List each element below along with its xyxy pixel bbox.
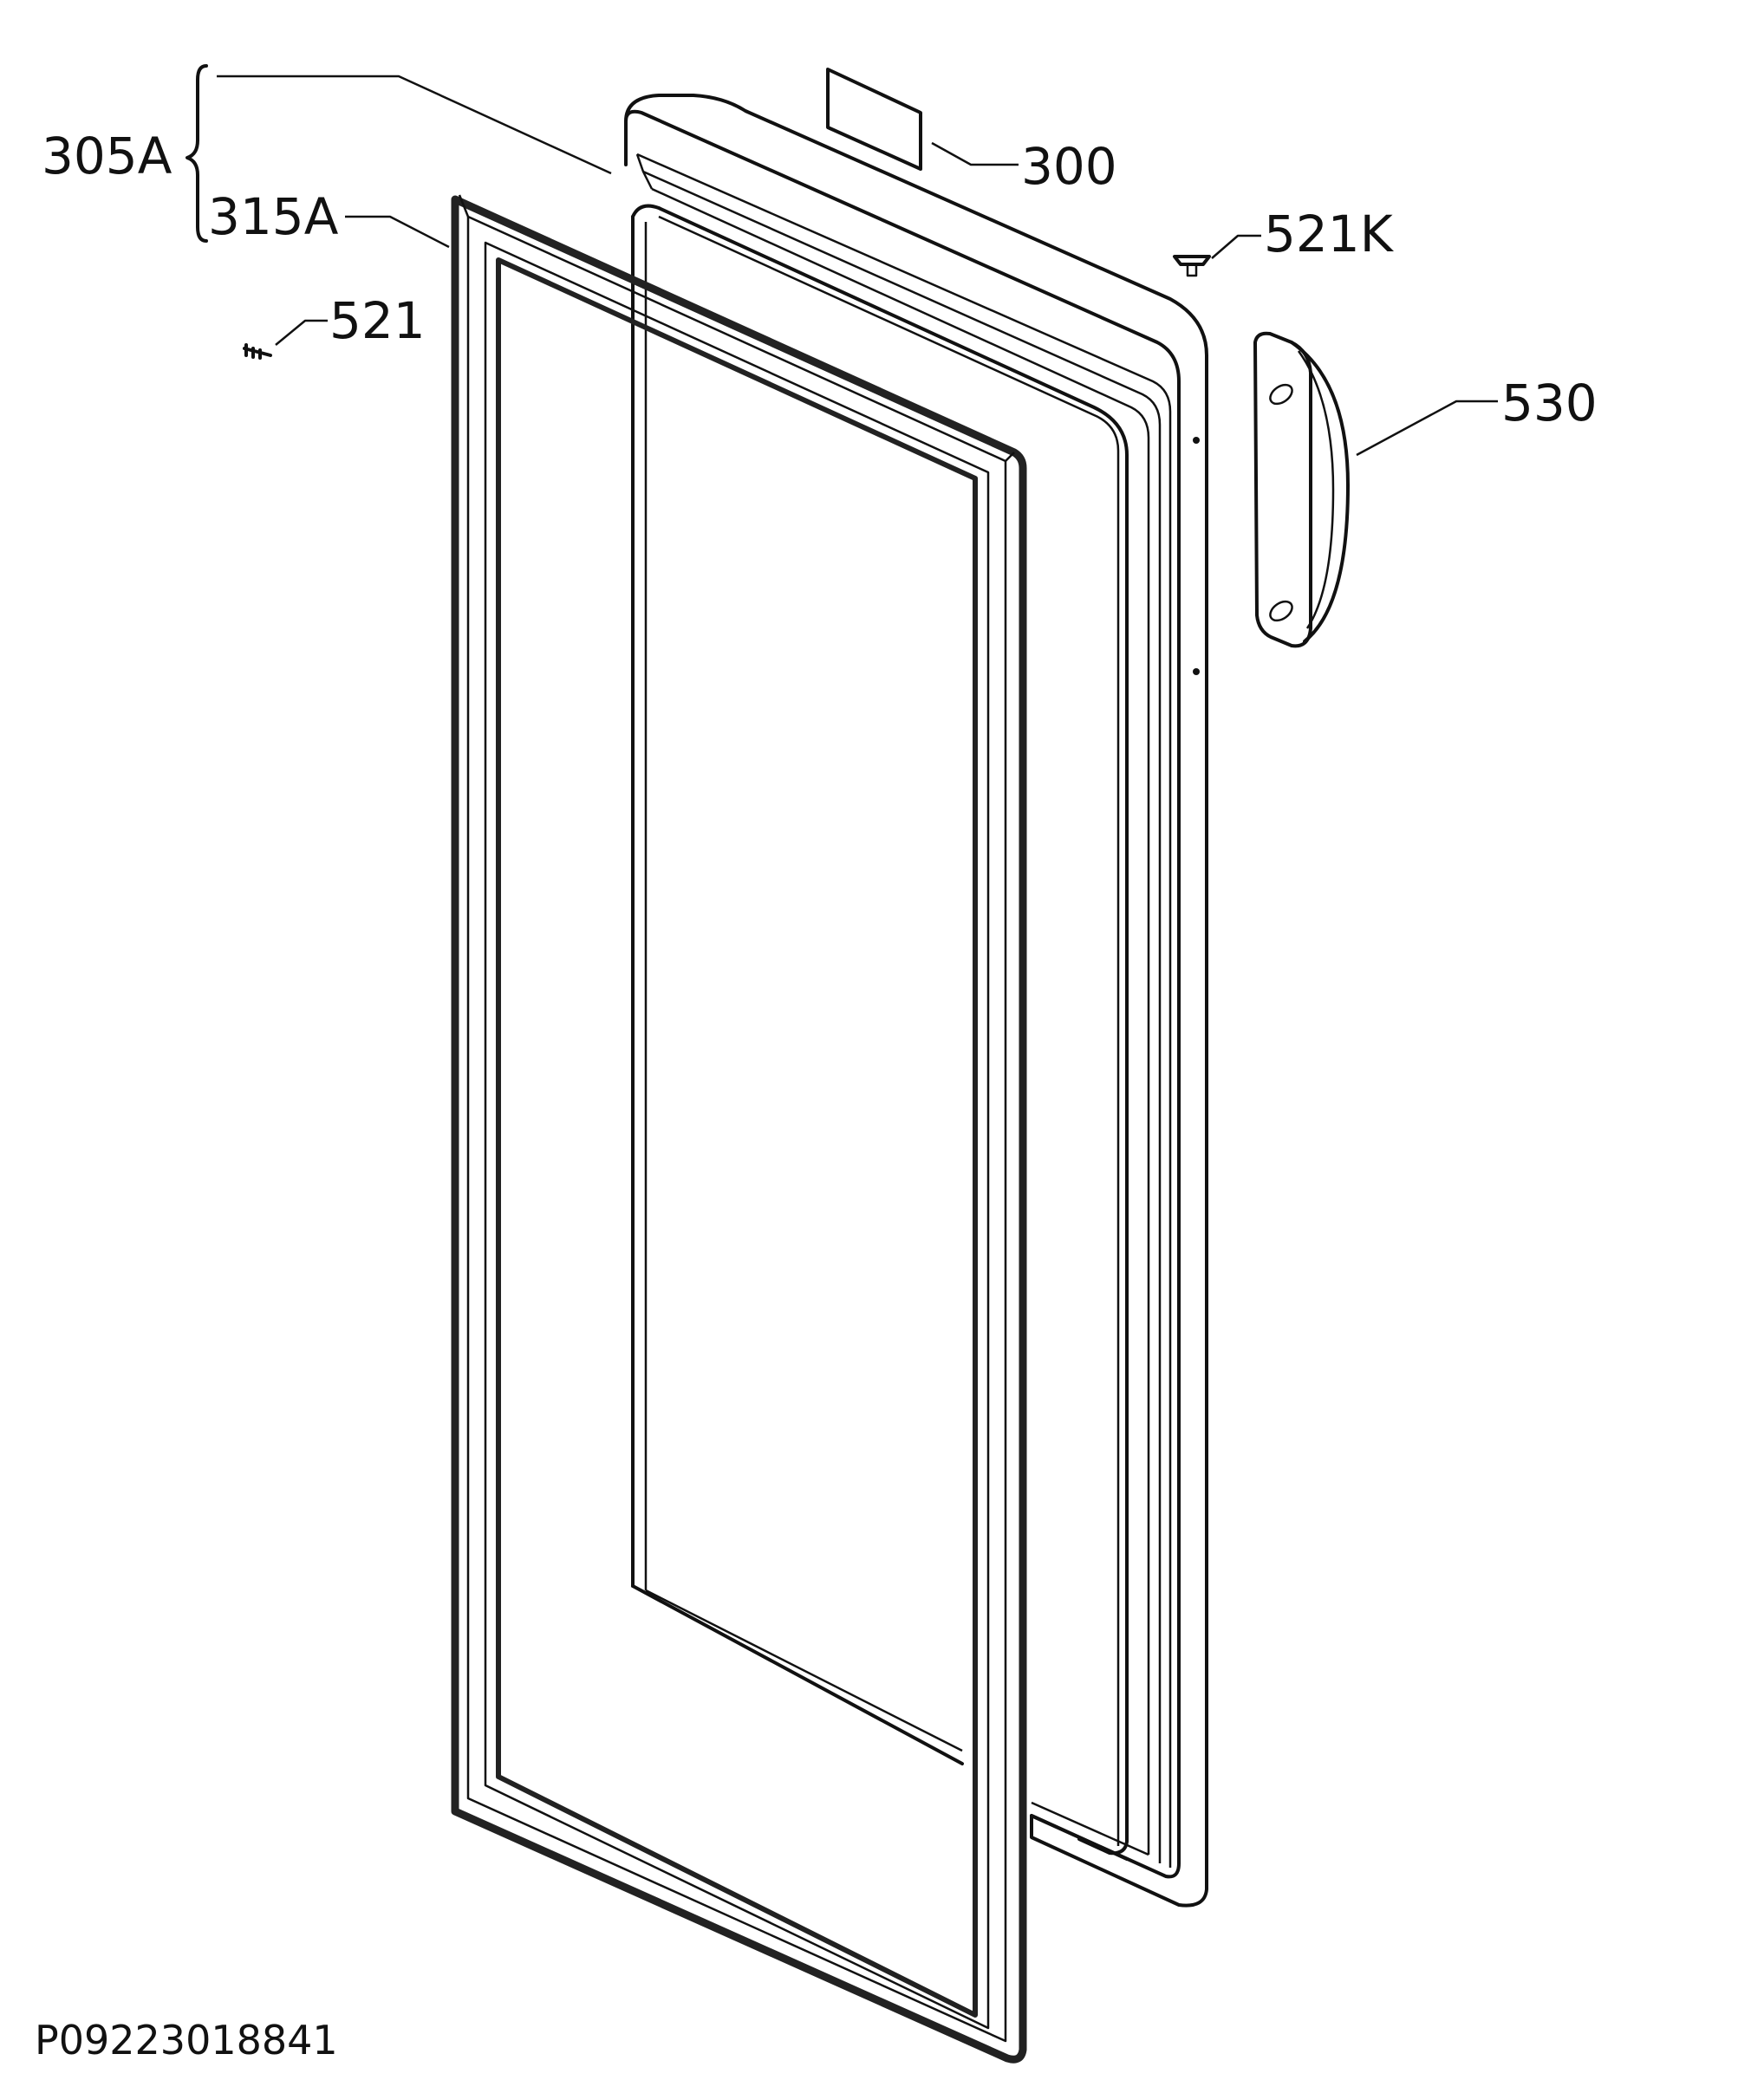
door-handle <box>1253 331 1350 648</box>
door-panel <box>624 68 1208 1908</box>
label-530: 530 <box>1501 374 1598 432</box>
drawing-code: P09223018841 <box>35 2017 338 2064</box>
label-300: 300 <box>1021 137 1117 196</box>
label-305a: 305A <box>42 127 172 185</box>
label-521: 521 <box>329 291 426 350</box>
label-521k: 521K <box>1264 205 1395 263</box>
door-gasket <box>451 194 1027 2064</box>
screw-part <box>243 343 272 360</box>
leader-lines <box>217 75 1498 457</box>
plug-part <box>1173 255 1211 277</box>
label-315a: 315A <box>208 187 339 246</box>
assembly-bracket <box>186 64 208 243</box>
